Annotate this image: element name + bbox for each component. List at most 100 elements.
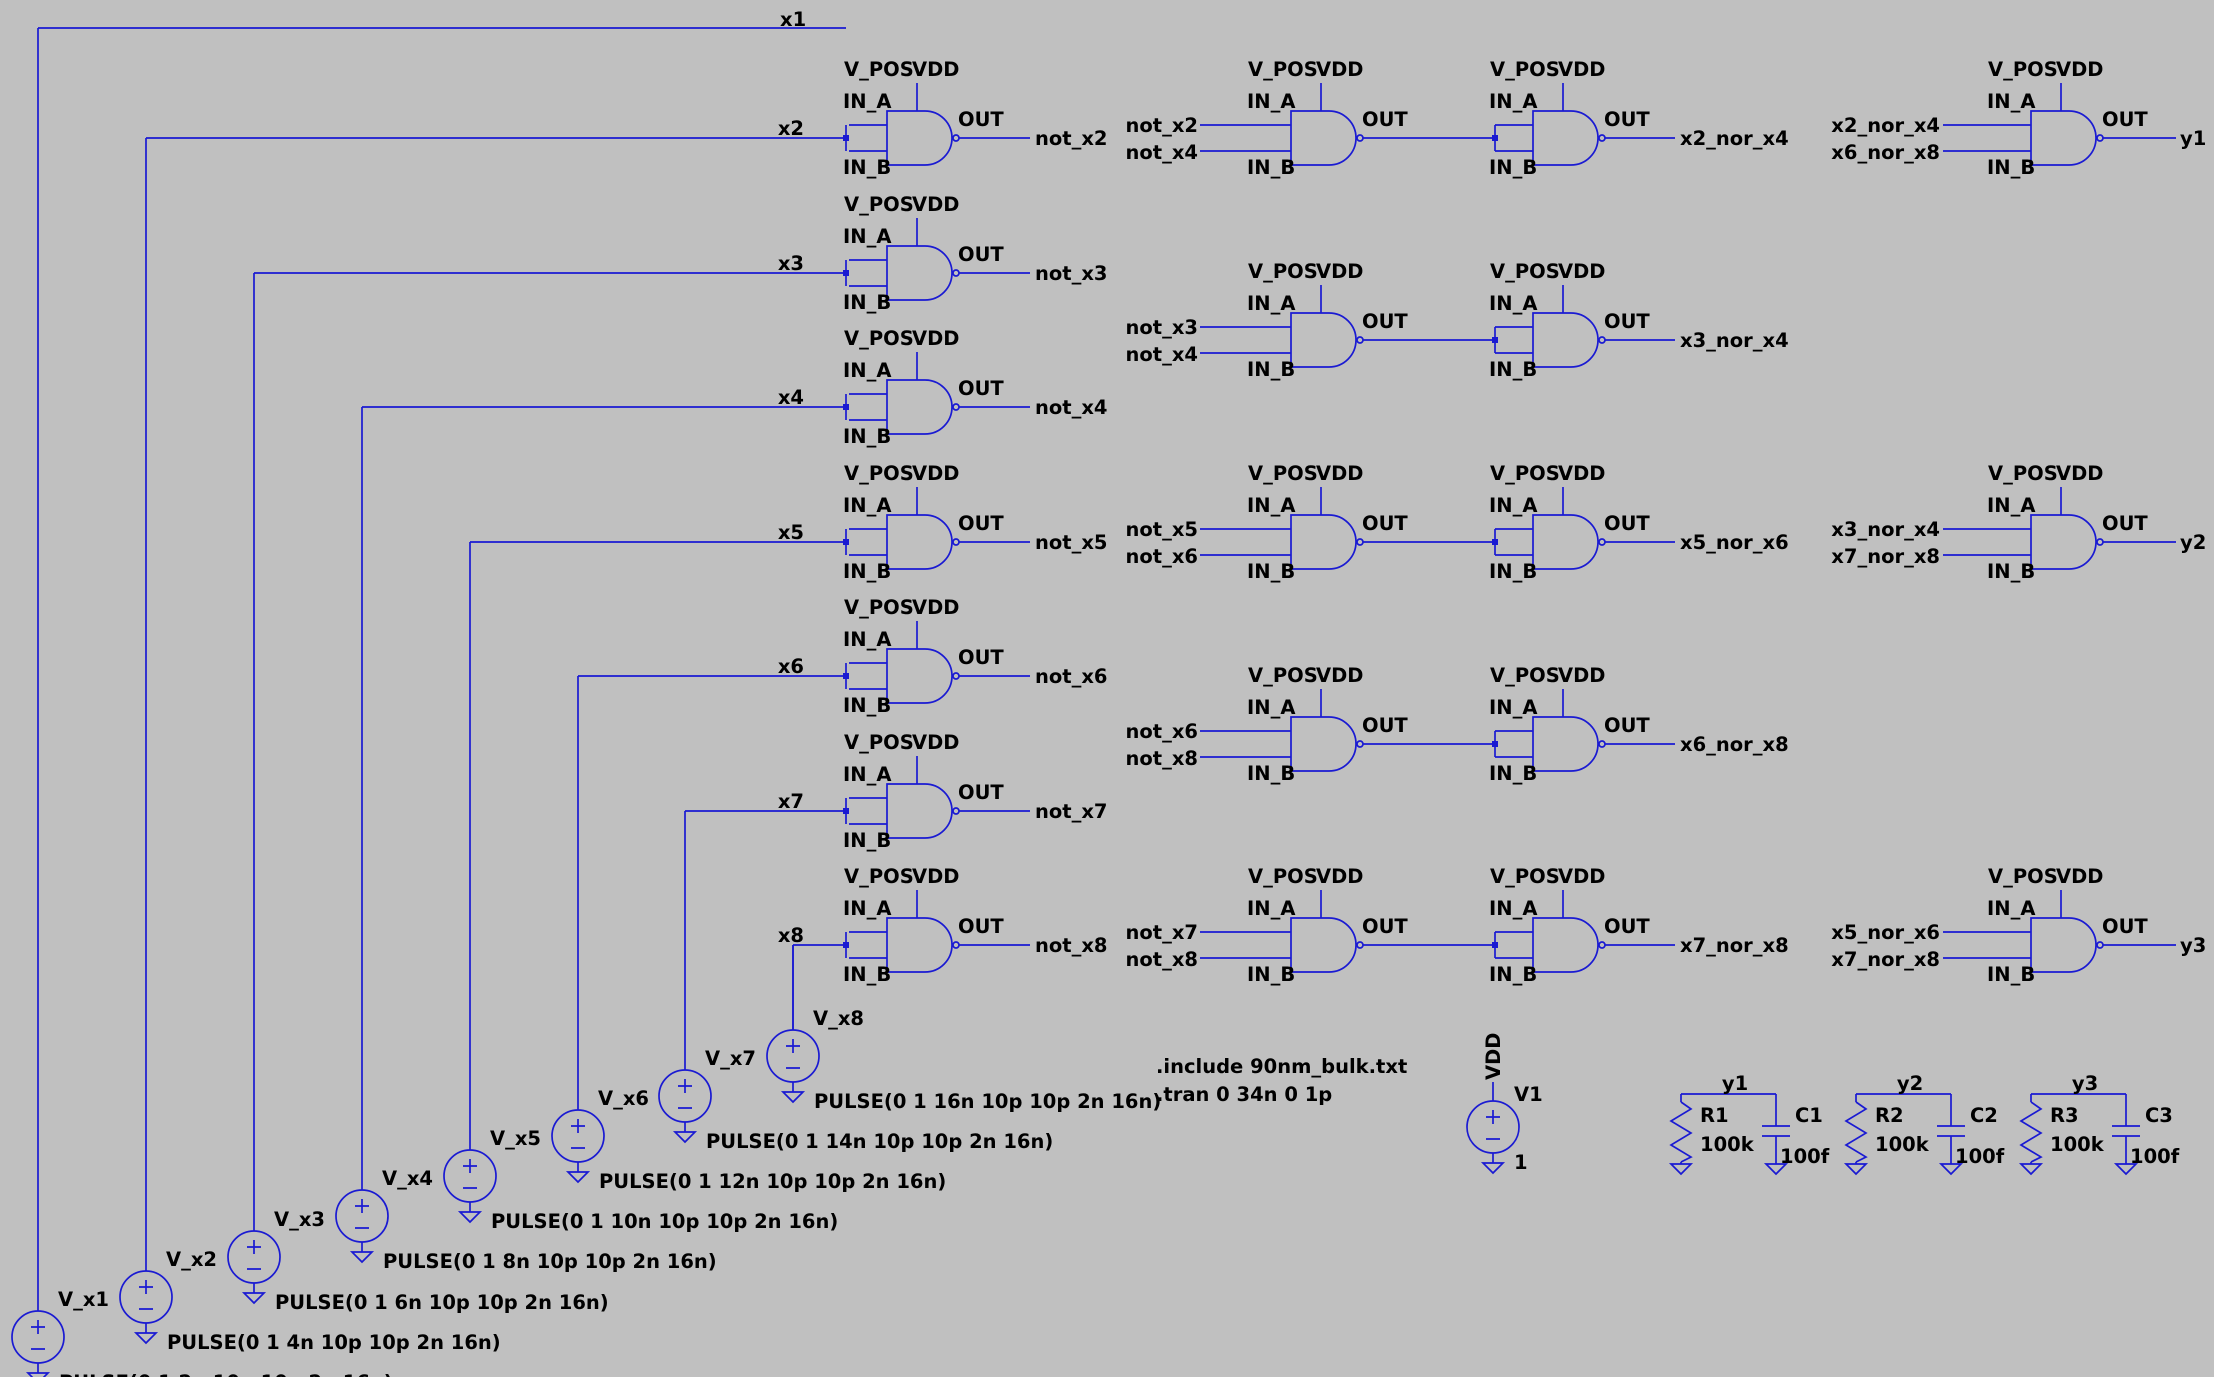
nor-4-nand-out-label: OUT [1362,714,1408,737]
inverter-5-in-b-label: IN_B [843,560,891,583]
nor-1-b-label: not_x4 [1126,141,1199,164]
source-v-x2-polarity [139,1280,153,1310]
output-gate-y1-in-a-label: IN_A [1987,90,2035,113]
source-v-x5-name: V_x5 [490,1127,541,1150]
nor-3-inv-vpos-label: V_POS [1490,462,1560,485]
inverter-5-bubble [952,538,960,546]
load-y2-capacitor [1937,1125,1965,1137]
nor-1-nand-body [1290,110,1357,166]
source-v-x7-circle [658,1069,712,1123]
nor-1-out-label: x2_nor_x4 [1680,127,1789,150]
ground-symbol [1668,1163,1694,1176]
inverter-4-bubble [952,403,960,411]
load-y2-c-name: C2 [1970,1104,1998,1127]
x1-net-label: x1 [780,8,806,31]
ground-symbol [1480,1162,1506,1175]
inverter-7-bubble [952,807,960,815]
nor-1-inv-vpos-label: V_POS [1490,58,1560,81]
inverter-2-in-label: x2 [778,117,804,140]
nor-5-inv-in-a-label: IN_A [1489,897,1537,920]
nor-4-out-label: x6_nor_x8 [1680,733,1789,756]
inverter-8-vpos-label: V_POS [844,865,914,888]
inverter-6-vdd-label: VDD [912,596,959,619]
inverter-5-body [886,514,953,570]
inverter-5-vdd-label: VDD [912,462,959,485]
nor-3-inv-in-a-label: IN_A [1489,494,1537,517]
nor-2-inv-vpos-label: V_POS [1490,260,1560,283]
inverter-6-out-label: not_x6 [1035,665,1108,688]
nor-3-inv-in-b-label: IN_B [1489,560,1537,583]
output-gate-y1-bubble [2096,134,2104,142]
inverter-6-vpos-label: V_POS [844,596,914,619]
load-y1-capacitor [1762,1125,1790,1137]
ground-symbol [1843,1163,1869,1176]
source-v-x6-name: V_x6 [598,1087,649,1110]
nor-1-nand-bubble [1356,134,1364,142]
nor-1-a-label: not_x2 [1126,114,1199,137]
nor-3-a-label: not_x5 [1126,518,1199,541]
ground-symbol [780,1091,806,1104]
inverter-5-out-label: not_x5 [1035,531,1108,554]
load-y3-resistor [2019,1101,2043,1163]
inverter-7-out-label: OUT [958,781,1004,804]
inverter-6-body [886,648,953,704]
nor-5-nand-in-b-label: IN_B [1247,963,1295,986]
load-y2-r-value: 100k [1875,1133,1930,1156]
spice-directive-tran: .tran 0 34n 0 1p [1156,1083,1332,1106]
inverter-8-in-a-label: IN_A [843,897,891,920]
ground-symbol [457,1211,483,1224]
nor-5-inv-vpos-label: V_POS [1490,865,1560,888]
nor-4-inv-body [1532,716,1599,772]
nor-5-nand-out-label: OUT [1362,915,1408,938]
nor-2-nand-in-a-label: IN_A [1247,292,1295,315]
inverter-7-in-label: x7 [778,790,804,813]
nor-3-inv-out-label: OUT [1604,512,1650,535]
output-gate-y2-in-b-label: IN_B [1987,560,2035,583]
nor-2-nand-bubble [1356,336,1364,344]
ground-symbol [241,1292,267,1305]
inverter-8-in-label: x8 [778,924,804,947]
nor-1-nand-in-a-label: IN_A [1247,90,1295,113]
inverter-4-in-b-label: IN_B [843,425,891,448]
output-gate-y2-out-label: y2 [2180,531,2206,554]
supply-net-label: VDD [1482,1033,1505,1080]
nor-4-a-label: not_x6 [1126,720,1199,743]
nor-2-nand-out-label: OUT [1362,310,1408,333]
nor-5-nand-vdd-label: VDD [1316,865,1363,888]
source-v-x5-polarity [463,1159,477,1189]
source-v-x1-pulse: PULSE(0 1 2n 10p 10p 2n 16n) [59,1371,393,1377]
source-v-x6-pulse: PULSE(0 1 12n 10p 10p 2n 16n) [599,1170,946,1193]
inverter-8-out-label: OUT [958,915,1004,938]
ground-symbol [349,1251,375,1264]
inverter-2-bubble [952,134,960,142]
nor-3-inv-vdd-label: VDD [1558,462,1605,485]
inverter-6-out-label: OUT [958,646,1004,669]
output-gate-y1-vdd-label: VDD [2056,58,2103,81]
inverter-5-out-label: OUT [958,512,1004,535]
inverter-4-in-a-label: IN_A [843,359,891,382]
ground-symbol [1938,1163,1964,1176]
nor-5-inv-bubble [1598,941,1606,949]
load-y3-net-label: y3 [2072,1072,2098,1095]
inverter-2-in-a-label: IN_A [843,90,891,113]
source-v-x4-circle [335,1189,389,1243]
load-y2-c-value: 100f [1955,1145,2005,1168]
ground-symbol [672,1131,698,1144]
nor-1-nand-in-b-label: IN_B [1247,156,1295,179]
source-v-x7-name: V_x7 [705,1047,756,1070]
nor-3-inv-bubble [1598,538,1606,546]
nor-5-nand-bubble [1356,941,1364,949]
nor-1-inv-body [1532,110,1599,166]
inverter-7-in-a-label: IN_A [843,763,891,786]
source-v-x1-polarity [31,1320,45,1350]
load-y3-c-name: C3 [2145,1104,2173,1127]
output-gate-y1-in-b-label: IN_B [1987,156,2035,179]
supply-value: 1 [1514,1151,1528,1174]
inverter-7-vpos-label: V_POS [844,731,914,754]
nor-5-inv-out-label: OUT [1604,915,1650,938]
nor-5-nand-in-a-label: IN_A [1247,897,1295,920]
load-y2-resistor [1844,1101,1868,1163]
source-v-x3-polarity [247,1240,261,1270]
nor-5-a-label: not_x7 [1126,921,1199,944]
